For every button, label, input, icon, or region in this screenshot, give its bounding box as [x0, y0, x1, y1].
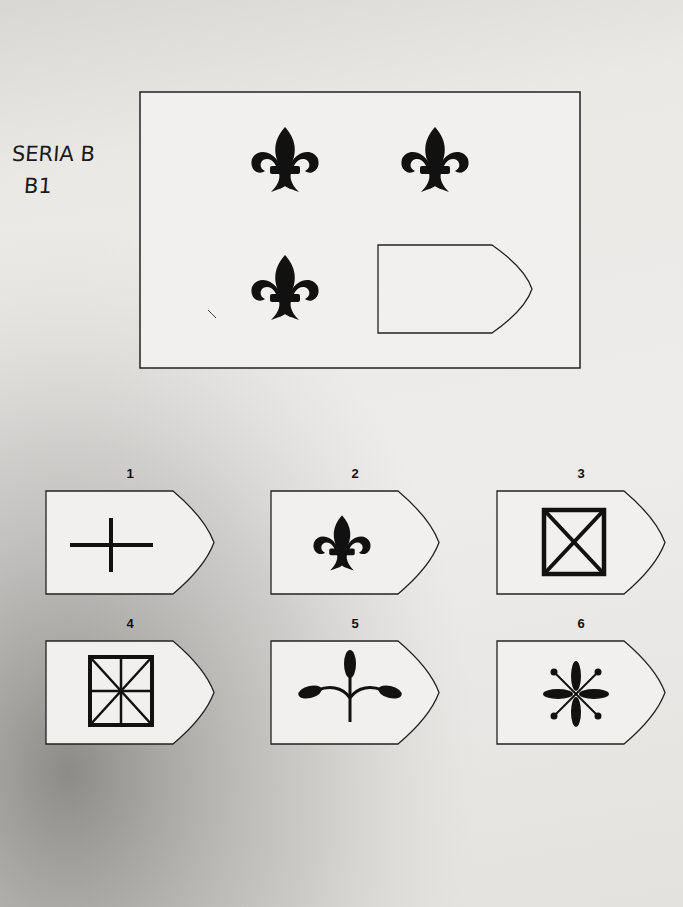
option-number: 5 [270, 616, 440, 631]
option-tag [496, 640, 666, 745]
answer-option: 4 [45, 640, 215, 745]
option-tag [45, 490, 215, 595]
option-number: 3 [496, 466, 666, 481]
handwritten-label: SERIA B [11, 142, 96, 166]
handwritten-label: B1 [23, 174, 52, 198]
answer-option: 3 [496, 490, 666, 595]
option-tag [270, 640, 440, 745]
option-number: 2 [270, 466, 440, 481]
answer-option: 1 [45, 490, 215, 595]
option-tag [45, 640, 215, 745]
answer-option: 2 [270, 490, 440, 595]
option-number: 4 [45, 616, 215, 631]
option-tag [496, 490, 666, 595]
option-number: 6 [496, 616, 666, 631]
option-tag [270, 490, 440, 595]
answer-option: 6 [496, 640, 666, 745]
answer-option: 5 [270, 640, 440, 745]
option-number: 1 [45, 466, 215, 481]
